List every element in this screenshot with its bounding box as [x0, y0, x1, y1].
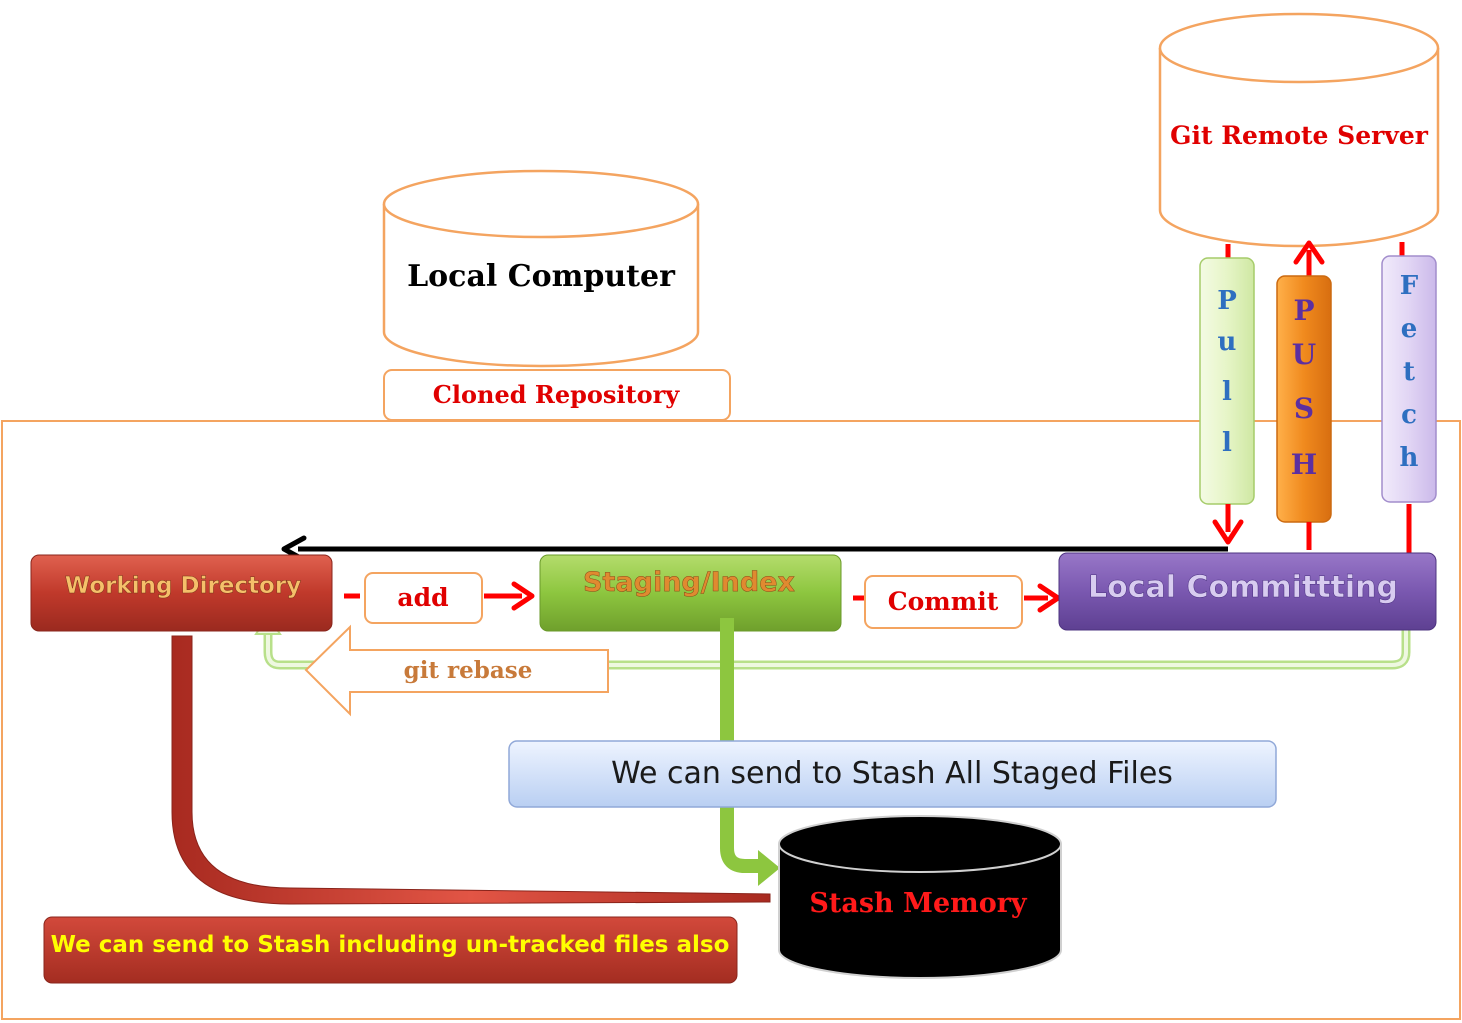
fetch-letter: c — [1401, 400, 1417, 430]
pull-letter: l — [1222, 377, 1232, 407]
local-computer-label: Local Computer — [407, 259, 676, 294]
staging-to-stash-path — [720, 618, 765, 873]
cloned-repository-box — [383, 369, 731, 421]
git-remote-server-cylinder — [1158, 12, 1440, 248]
local-repo-frame — [1, 420, 1461, 1020]
staging-index-box — [539, 554, 842, 632]
push-letter: S — [1294, 392, 1314, 425]
fetch-letter: t — [1403, 357, 1415, 387]
stash-memory-label: Stash Memory — [809, 888, 1028, 919]
pull-letter: u — [1218, 327, 1237, 357]
commit-arrowhead — [1037, 583, 1061, 613]
stash-untracked-note — [43, 916, 738, 984]
push-letter: U — [1292, 338, 1316, 371]
staging-to-stash-arrowhead — [758, 850, 780, 886]
local-computer-cylinder — [382, 169, 700, 368]
rebase-return-path-inner — [266, 628, 1408, 667]
push-arrowhead — [1293, 240, 1325, 265]
pull-letter: l — [1222, 428, 1232, 458]
push-tab — [1276, 275, 1332, 523]
push-label: P U S H — [1291, 294, 1317, 481]
add-arrowhead — [511, 581, 535, 611]
pull-letter: P — [1217, 286, 1237, 316]
local-committing-label: Local Committting — [1088, 570, 1398, 605]
pull-down-arrowhead — [1212, 519, 1244, 545]
fetch-letter: F — [1400, 271, 1419, 301]
add-label: add — [397, 583, 448, 612]
local-committing-box — [1058, 552, 1437, 631]
working-dir-to-stash-tube — [171, 635, 771, 905]
stash-staged-note-text: We can send to Stash All Staged Files — [611, 756, 1173, 791]
commit-label: Commit — [888, 587, 999, 616]
stash-untracked-note-text: We can send to Stash including un-tracke… — [51, 932, 730, 958]
push-letter: P — [1293, 294, 1314, 327]
add-box — [364, 572, 483, 624]
git-rebase-label: git rebase — [404, 657, 533, 684]
working-directory-label: Working Directory — [65, 573, 301, 599]
git-remote-server-label: Git Remote Server — [1170, 121, 1429, 150]
stash-staged-note — [508, 740, 1277, 808]
staging-index-label: Staging/Index — [583, 567, 795, 598]
fetch-tab — [1381, 255, 1437, 503]
fetch-letter: e — [1401, 314, 1418, 344]
git-rebase-arrow — [304, 624, 609, 717]
commit-box — [864, 575, 1023, 629]
cloned-repository-label: Cloned Repository — [433, 380, 680, 409]
working-directory-box — [30, 554, 333, 632]
stash-memory-cylinder — [778, 815, 1062, 979]
fetch-label: F e t c h — [1400, 271, 1419, 473]
push-letter: H — [1291, 448, 1317, 481]
pull-label: P u l l — [1217, 286, 1237, 458]
fetch-letter: h — [1400, 443, 1419, 473]
